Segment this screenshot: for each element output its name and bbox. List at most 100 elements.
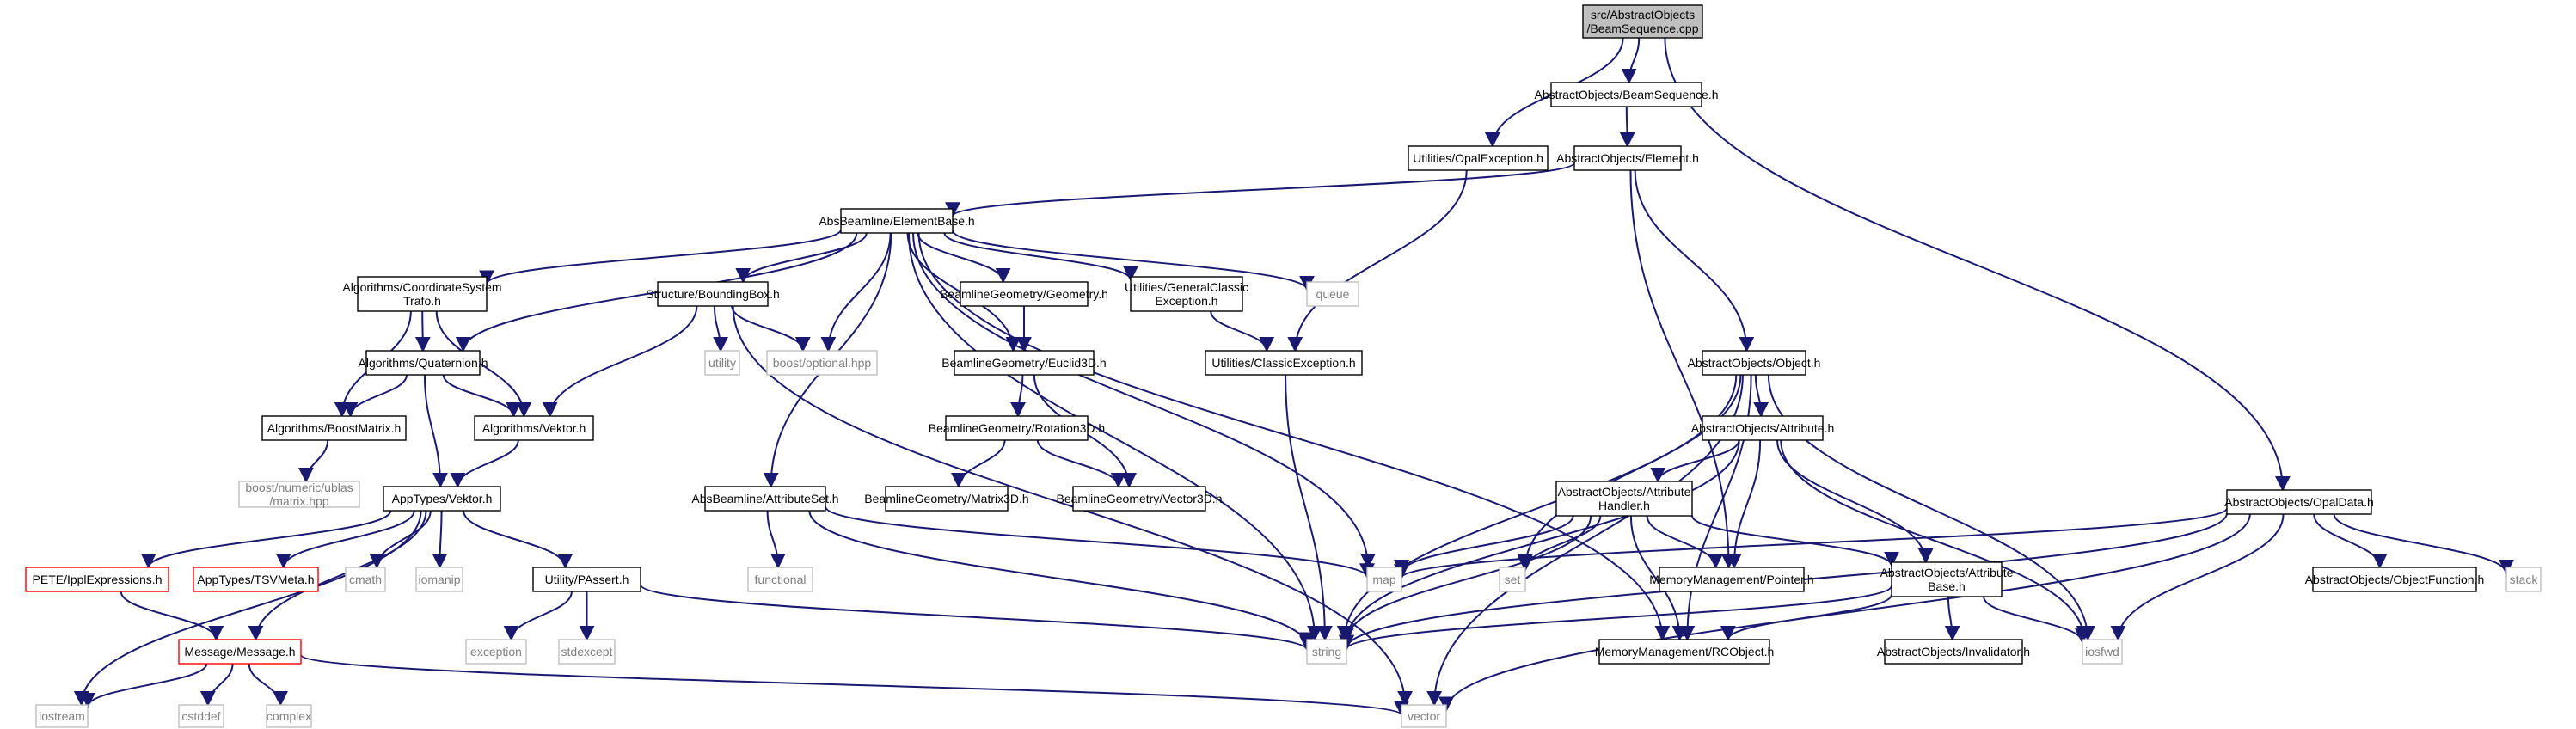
node-box xyxy=(357,276,488,312)
node-invalidator[interactable]: AbstractObjects/Invalidator.h xyxy=(1877,639,2030,665)
edge-quaternion-to-algvektor xyxy=(442,374,522,418)
edge-appvektor-to-passert xyxy=(463,510,573,569)
node-label: iostream xyxy=(39,709,85,723)
node-label: AbsBeamline/AttributeSet.h xyxy=(691,492,838,505)
node-object[interactable]: AbstractObjects/Object.h xyxy=(1688,350,1821,376)
node-matrix3d[interactable]: BeamlineGeometry/Matrix3D.h xyxy=(864,486,1029,512)
node-boundingbox[interactable]: Structure/BoundingBox.h xyxy=(646,281,780,307)
node-boostmatrix[interactable]: Algorithms/BoostMatrix.h xyxy=(261,415,407,441)
node-box xyxy=(25,567,169,592)
node-vector: vector xyxy=(1401,704,1447,728)
node-box xyxy=(1366,567,1402,592)
node-label: AppTypes/TSVMeta.h xyxy=(197,573,314,586)
edge-attrhandler-to-string xyxy=(1339,515,1592,643)
node-beamseq-h[interactable]: AbstractObjects/BeamSequence.h xyxy=(1534,82,1719,107)
edge-attribute-to-string xyxy=(1339,439,1740,644)
node-box xyxy=(945,415,1089,441)
node-attribute[interactable]: AbstractObjects/Attribute.h xyxy=(1691,415,1835,441)
node-box xyxy=(1582,4,1703,39)
node-label: Base.h xyxy=(1928,579,1966,593)
node-label: AbstractObjects/Attribute xyxy=(1558,485,1691,499)
node-label: cmath xyxy=(349,573,382,586)
node-elementbase[interactable]: AbsBeamline/ElementBase.h xyxy=(819,208,975,234)
edge-attributeset-to-functional xyxy=(766,510,786,569)
edge-elementbase-to-string xyxy=(907,232,1322,641)
node-box xyxy=(474,415,594,441)
node-complex: complex xyxy=(266,704,312,728)
node-box xyxy=(558,639,616,665)
edge-opalexception-to-classicexc xyxy=(1287,169,1468,352)
node-label: exception xyxy=(470,645,522,659)
node-iomanip: iomanip xyxy=(415,567,463,592)
node-box xyxy=(2082,639,2123,665)
node-rcobject[interactable]: MemoryManagement/RCObject.h xyxy=(1595,639,1775,665)
node-tsvmeta[interactable]: AppTypes/TSVMeta.h xyxy=(193,567,319,592)
edge-beamseq_cpp-to-opaldata xyxy=(1664,37,2291,492)
node-label: AbstractObjects/Attribute.h xyxy=(1691,421,1835,435)
node-box xyxy=(657,281,769,307)
node-label: complex xyxy=(267,709,311,723)
node-appvektor[interactable]: AppTypes/Vektor.h xyxy=(383,486,501,512)
node-utility: utility xyxy=(704,350,740,376)
node-classicexc[interactable]: Utilities/ClassicException.h xyxy=(1205,350,1363,376)
node-label: Message/Message.h xyxy=(184,645,295,659)
node-algvektor[interactable]: Algorithms/Vektor.h xyxy=(474,415,594,441)
node-pete[interactable]: PETE/IpplExpressions.h xyxy=(25,567,169,592)
node-opaldata[interactable]: AbstractObjects/OpalData.h xyxy=(2224,489,2374,515)
node-box xyxy=(1408,145,1549,171)
node-attributeset[interactable]: AbsBeamline/AttributeSet.h xyxy=(691,486,839,512)
node-box xyxy=(840,208,954,234)
edge-message-to-iostream xyxy=(80,663,208,708)
edge-attrbase-to-string xyxy=(1339,585,1892,652)
node-label: iomanip xyxy=(418,573,460,586)
node-box xyxy=(35,704,89,728)
node-objfunction[interactable]: AbstractObjects/ObjectFunction.h xyxy=(2305,567,2485,592)
node-passert[interactable]: Utility/PAssert.h xyxy=(532,567,641,592)
node-label: vector xyxy=(1408,709,1440,723)
node-label: MemoryManagement/Pointer.h xyxy=(1649,573,1813,586)
node-label: Trafo.h xyxy=(403,294,441,308)
edge-classicexc-to-string xyxy=(1285,374,1333,641)
node-label: Handler.h xyxy=(1598,499,1650,512)
node-beamseq-cpp[interactable]: src/AbstractObjects/BeamSequence.cpp xyxy=(1582,4,1703,39)
node-rotation3d[interactable]: BeamlineGeometry/Rotation3D.h xyxy=(929,415,1105,441)
node-box xyxy=(1401,704,1447,728)
node-label: AppTypes/Vektor.h xyxy=(392,492,493,505)
node-opalexception[interactable]: Utilities/OpalException.h xyxy=(1408,145,1549,171)
edge-elementbase-to-genclassicexc xyxy=(943,232,1138,282)
edge-attribute-to-iosfwd xyxy=(1780,439,2092,641)
node-geometry[interactable]: BeamlineGeometry/Geometry.h xyxy=(940,281,1108,307)
node-message[interactable]: Message/Message.h xyxy=(178,639,302,665)
edge-attribute-to-pointer xyxy=(1726,439,1762,569)
node-label: BeamlineGeometry/Geometry.h xyxy=(940,287,1108,301)
node-box xyxy=(1884,639,2023,665)
edges-layer xyxy=(73,37,2514,717)
node-label: boost/numeric/ublas xyxy=(245,481,353,494)
edge-attrhandler-to-rcobject xyxy=(1629,515,1688,641)
node-euclid3d[interactable]: BeamlineGeometry/Euclid3D.h xyxy=(941,350,1107,376)
edge-message-to-cstddef xyxy=(199,663,234,707)
node-quaternion[interactable]: Algorithms/Quaternion.h xyxy=(359,350,488,376)
node-string: string xyxy=(1306,639,1347,665)
node-box xyxy=(960,281,1089,307)
node-label: BeamlineGeometry/Vector3D.h xyxy=(1057,492,1223,505)
edge-appvektor-to-tsvmeta xyxy=(275,510,415,569)
edge-attribute-to-attrhandler xyxy=(1650,439,1740,483)
node-box xyxy=(704,486,826,512)
node-label: functional xyxy=(755,573,807,586)
edge-elementbase-to-geometry xyxy=(917,232,1011,284)
node-box xyxy=(1555,481,1693,517)
node-element[interactable]: AbstractObjects/Element.h xyxy=(1556,145,1699,171)
edge-elementbase-to-coordsys xyxy=(479,229,842,286)
node-pointer[interactable]: MemoryManagement/Pointer.h xyxy=(1649,567,1814,592)
edge-appvektor-to-iostream xyxy=(73,510,422,707)
node-vector3d[interactable]: BeamlineGeometry/Vector3D.h xyxy=(1057,486,1223,512)
node-label: set xyxy=(1505,573,1521,586)
node-box xyxy=(238,481,360,508)
edge-elementbase-to-map xyxy=(912,232,1376,569)
edge-quaternion-to-boostmatrix xyxy=(342,374,408,418)
